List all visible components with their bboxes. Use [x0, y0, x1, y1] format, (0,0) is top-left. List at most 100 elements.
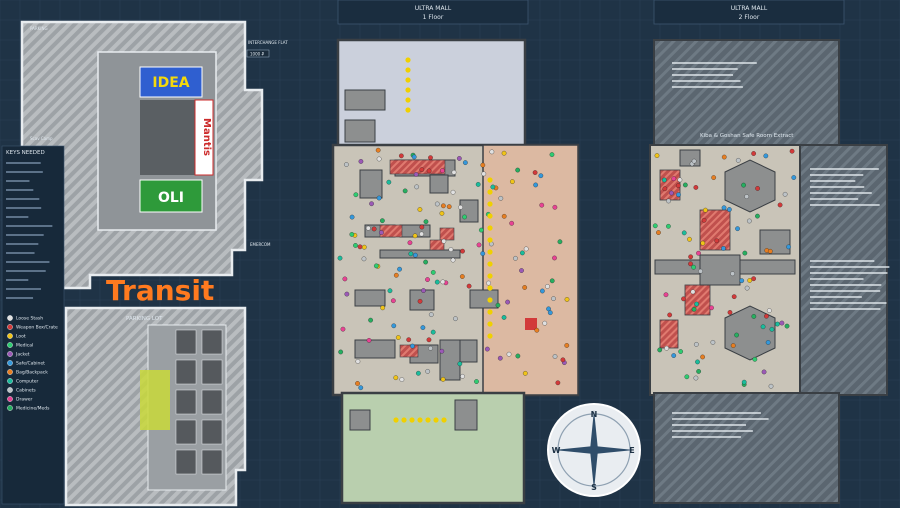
floor1-loot-dot [344, 291, 350, 297]
floor1-loot-yellow [487, 261, 493, 267]
floor2-loot-dot [789, 148, 795, 154]
floor1-room [454, 399, 478, 431]
floor1-loot-yellow [393, 417, 399, 423]
floor1-loot-dot [439, 211, 445, 216]
floor1-loot-yellow [425, 417, 431, 423]
legend-key-line [6, 171, 43, 173]
floor1-loot-dot [410, 343, 415, 349]
floor2-atrium [724, 159, 776, 213]
floor1-loot-dot [428, 345, 433, 351]
legend-key-line [6, 243, 39, 245]
floor1-loot-dot [480, 162, 486, 168]
floor2-note-line [672, 436, 741, 438]
parking-room [201, 389, 223, 415]
floor1-loot-dot [552, 255, 557, 261]
label-emercom: EMERCOM [250, 242, 271, 247]
floor1-room [459, 199, 479, 223]
floor1-loot-dot [399, 153, 404, 159]
floor2-note-line [672, 74, 734, 76]
floor1-room [439, 339, 461, 381]
floor1-loot-dot [417, 298, 423, 304]
label-parking-lot: PARKING LOT [126, 316, 163, 322]
floor1-loot-dot [428, 312, 434, 317]
floor1-loot-dot [376, 156, 382, 162]
transit-label: Transit [106, 274, 214, 307]
legend-key-line [6, 261, 50, 263]
compass-w: W [552, 446, 561, 455]
floor1-loot-dot [478, 227, 484, 233]
legend-label: Drawer [16, 397, 33, 403]
floor2-loot-dot [791, 175, 797, 180]
legend-label: Loose Stash [16, 316, 43, 322]
floor1-loot-dot [361, 256, 367, 262]
floor2-loot-dot [735, 226, 740, 232]
legend-label: Safe/Cabinet [16, 361, 45, 367]
floor2-note-line [810, 204, 880, 206]
floor2-loot-dot [784, 323, 790, 329]
floor2-loot-dot [681, 296, 686, 302]
legend-key-line [6, 216, 29, 218]
floor1-loot-dot [533, 182, 538, 188]
floor1-room [429, 174, 449, 194]
floor2-loot-dot [675, 183, 681, 188]
floor1-subtitle: 1 Floor [423, 14, 444, 21]
floor2-note-line [810, 192, 872, 194]
legend-key-line [6, 288, 41, 290]
floor1-loot-dot [423, 259, 428, 265]
floor1-loot-yellow [405, 77, 411, 83]
floor2-loot-dot [676, 192, 681, 198]
floor1-loot-yellow [487, 237, 493, 243]
legend-label: Bag/Backpack [16, 370, 48, 376]
floor1-loot-dot [440, 168, 445, 174]
floor1-loot-dot [434, 279, 440, 285]
floor2-loot-dot [730, 271, 735, 277]
parking-lot-area: PARKING LOT [64, 306, 247, 507]
floor1-loot-dot [412, 233, 418, 239]
floor1-loot-dot [515, 167, 521, 173]
floor1-loot-yellow [487, 273, 493, 279]
floor2-loot-dot [691, 264, 696, 270]
legend-swatch [7, 405, 13, 411]
floor1-loot-dot [505, 299, 510, 305]
floor2-loot-dot [662, 186, 668, 192]
floor2-loot-dot [681, 230, 687, 236]
floor2-note-line [672, 68, 738, 70]
floor2-loot-dot [721, 154, 727, 160]
floor2-note-line [672, 430, 753, 432]
floor1-loot-dot [510, 179, 515, 184]
floor1-loot-yellow [409, 417, 415, 423]
floor1-loot-dot [549, 152, 555, 157]
floor1-loot-dot [564, 297, 570, 302]
floor1-loot-dot [475, 182, 481, 187]
floor1-room [344, 119, 376, 143]
floor2-loot-dot [693, 185, 699, 190]
floor1-loot-dot [368, 317, 373, 323]
floor2-loot-dot [666, 223, 671, 229]
floor1-room [359, 169, 383, 199]
floor2-loot-dot [677, 177, 683, 183]
floor2-loot-dot [727, 310, 733, 315]
brand-mantis-label: Mantis [201, 118, 212, 156]
floor1-loot-dot [539, 202, 545, 208]
floor1-loot-dot [450, 257, 456, 263]
floor2-loot-dot [777, 202, 783, 208]
floor1-room [354, 339, 396, 359]
parking-room [175, 329, 197, 355]
floor2-note-line [810, 260, 875, 262]
floor1-loot-dot [355, 359, 361, 364]
floor2-restricted-room [684, 284, 711, 316]
floor2-loot-dot [786, 244, 791, 250]
brand-oli-label: OLI [158, 190, 184, 206]
floor1-loot-yellow [401, 417, 407, 423]
legend-swatch [7, 333, 13, 339]
floor1-loot-dot [342, 276, 348, 282]
floor1-restricted-room [439, 227, 455, 241]
floor2-loot-dot [684, 374, 690, 380]
floor1-loot-yellow [487, 297, 493, 303]
floor2-loot-dot [721, 205, 727, 211]
floor1-loot-dot [532, 170, 538, 175]
parking-room [201, 359, 223, 385]
floor1-room [379, 249, 461, 259]
floor2-loot-dot [709, 305, 714, 311]
